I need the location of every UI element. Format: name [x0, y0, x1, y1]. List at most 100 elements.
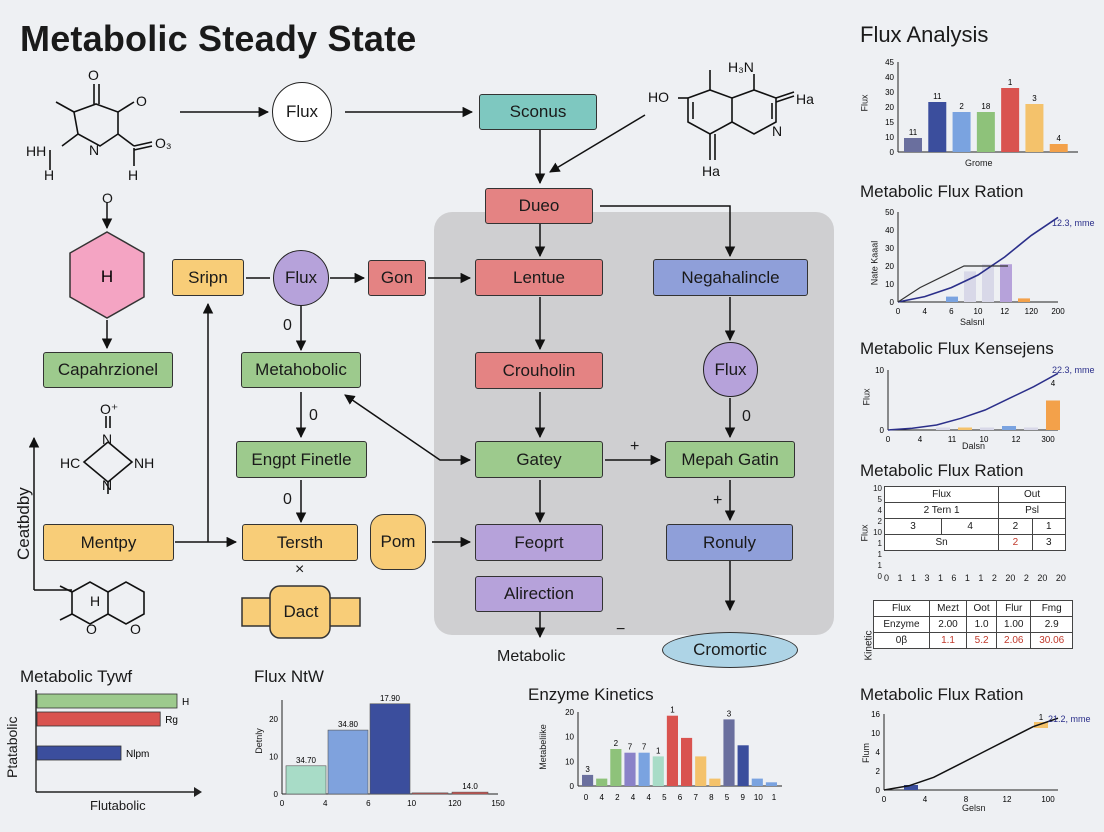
mepah-gatin-node: Mepah Gatin [665, 441, 795, 478]
mol1-h: H [128, 167, 138, 183]
ration1-bar [1000, 264, 1012, 302]
kensejens-point-label: 4 [1051, 379, 1056, 388]
enzyme-y-tick: 10 [565, 757, 574, 766]
ntw-bar [327, 729, 369, 795]
table1-cell: 3 [883, 518, 943, 535]
ration3-x-tick: 4 [923, 795, 928, 804]
mol2-h3n: H₃N [728, 59, 754, 75]
flux-analysis-y-tick: 10 [885, 133, 894, 142]
molecule-diaza: O⁺ N HC NH N [60, 401, 154, 494]
enzyme-y-tick: 10 [565, 733, 574, 742]
enzyme-x-tick: 1 [772, 793, 777, 802]
table2-cell: 1.00 [996, 616, 1032, 633]
enzyme-x-tick: 9 [740, 793, 745, 802]
ration3-line [883, 717, 1059, 791]
enzyme-bar-label: 7 [642, 743, 647, 752]
ntw-bar [451, 791, 489, 795]
alirection-node: Alirection [475, 576, 603, 612]
enzyme-x-tick: 0 [584, 793, 589, 802]
flux-analysis-bar-label: 4 [1056, 134, 1061, 143]
table1-y-tick: 10 [873, 484, 882, 493]
kensejens-title: Metabolic Flux Kensejens [860, 339, 1054, 358]
lentue-node: Lentue [475, 259, 603, 296]
enzyme-ylabel: Metabeliike [537, 724, 548, 770]
flux-analysis-bar-label: 1 [1008, 78, 1013, 87]
edge-minus: − [616, 621, 626, 638]
kensejens-bar [1046, 400, 1060, 430]
table1-cell: Out [998, 486, 1066, 503]
enzyme-title: Enzyme Kinetics [528, 685, 654, 704]
ntw-y-tick: 0 [274, 790, 279, 799]
ntw-y-tick: 10 [269, 752, 278, 761]
mentpy-node: Mentpy [43, 524, 174, 561]
kensejens-bar [936, 427, 950, 430]
flux-analysis-bar [928, 102, 947, 152]
ration3-x-tick: 0 [882, 795, 887, 804]
ration3-bar [1034, 722, 1048, 728]
ration1-y-tick: 20 [885, 262, 894, 271]
mol4-o2: O [130, 621, 141, 637]
table1-y-tick: 1 [877, 561, 882, 570]
mol3-n1: N [102, 431, 112, 447]
gatey-node: Gatey [475, 441, 603, 478]
ntw-bar [411, 792, 449, 795]
edge-zero-c: 0 [283, 491, 292, 508]
flux-analysis-bar [952, 112, 971, 152]
enzyme-bar-label: 3 [585, 765, 590, 774]
ronuly-node: Ronuly [666, 524, 793, 561]
table1-x-tick: 0 [884, 573, 890, 583]
table1-cell: 1 [1031, 518, 1067, 535]
enzyme-x-tick: 7 [693, 793, 698, 802]
mol3-n2: N [102, 477, 112, 493]
table2-header: Fmg [1030, 600, 1073, 617]
flux-analysis-title: Flux Analysis [860, 22, 989, 47]
ration3-y-tick: 4 [876, 748, 881, 757]
flux-analysis-bar-label: 3 [1032, 94, 1037, 103]
enzyme-x-tick: 5 [725, 793, 730, 802]
ntw-bar-label: 17.90 [380, 694, 401, 703]
feoprt-node: Feoprt [475, 524, 603, 561]
ration3-y-tick: 16 [871, 710, 880, 719]
ration1-x-tick: 12 [1000, 307, 1009, 316]
ration-table: Flux Out 2 Tern 1 Psl 3 4 2 1 Sn 2 3 [883, 486, 1067, 551]
edge-plus-a: + [630, 438, 640, 455]
ration3-y-tick: 10 [871, 729, 880, 738]
ration1-x-tick: 0 [896, 307, 901, 316]
ration1-bar [964, 271, 976, 302]
flux-analysis-bar-label: 18 [981, 102, 990, 111]
table2-cell: 1.1 [928, 632, 968, 649]
enzyme-bar-label: 2 [614, 739, 619, 748]
kensejens-x-tick: 12 [1012, 435, 1021, 444]
ration1-x-tick: 200 [1051, 307, 1065, 316]
mol1-h2: H [44, 167, 54, 183]
mol3-nh: NH [134, 455, 154, 471]
kensejens-x-tick: 4 [918, 435, 923, 444]
table1-x-tick: 1 [978, 573, 984, 583]
hex-top-o: O [102, 190, 113, 206]
ration2-ylabel: Flux [859, 524, 870, 542]
ration1-bar [946, 296, 958, 302]
flux-analysis-xlabel: Grome [965, 158, 993, 168]
mol2-ho: HO [648, 89, 669, 105]
table2-cell: 2.9 [1030, 616, 1073, 633]
ntw-x-tick: 6 [366, 799, 371, 808]
tywf-bar-label: Rg [165, 715, 178, 726]
table1-x-tick: 20 [1055, 573, 1066, 583]
enzyme-bar-label: 3 [727, 709, 732, 718]
table1-y-tick: 0 [877, 572, 882, 581]
enzyme-bar [624, 752, 636, 786]
pom-node: Pom [370, 514, 426, 570]
kensejens-bar [1002, 426, 1016, 430]
ration1-y-tick: 40 [885, 226, 894, 235]
enzyme-bar [652, 756, 664, 786]
enzyme-x-tick: 5 [662, 793, 667, 802]
enzyme-x-tick: 6 [678, 793, 683, 802]
kensejens-bar [980, 427, 994, 430]
flux-analysis-bar-label: 11 [909, 128, 918, 137]
ntw-x-tick: 4 [323, 799, 328, 808]
enzyme-bar [709, 778, 721, 786]
enzyme-bar-label: 1 [670, 706, 675, 715]
mol1-n: N [89, 142, 99, 158]
enzyme-x-tick: 2 [615, 793, 620, 802]
